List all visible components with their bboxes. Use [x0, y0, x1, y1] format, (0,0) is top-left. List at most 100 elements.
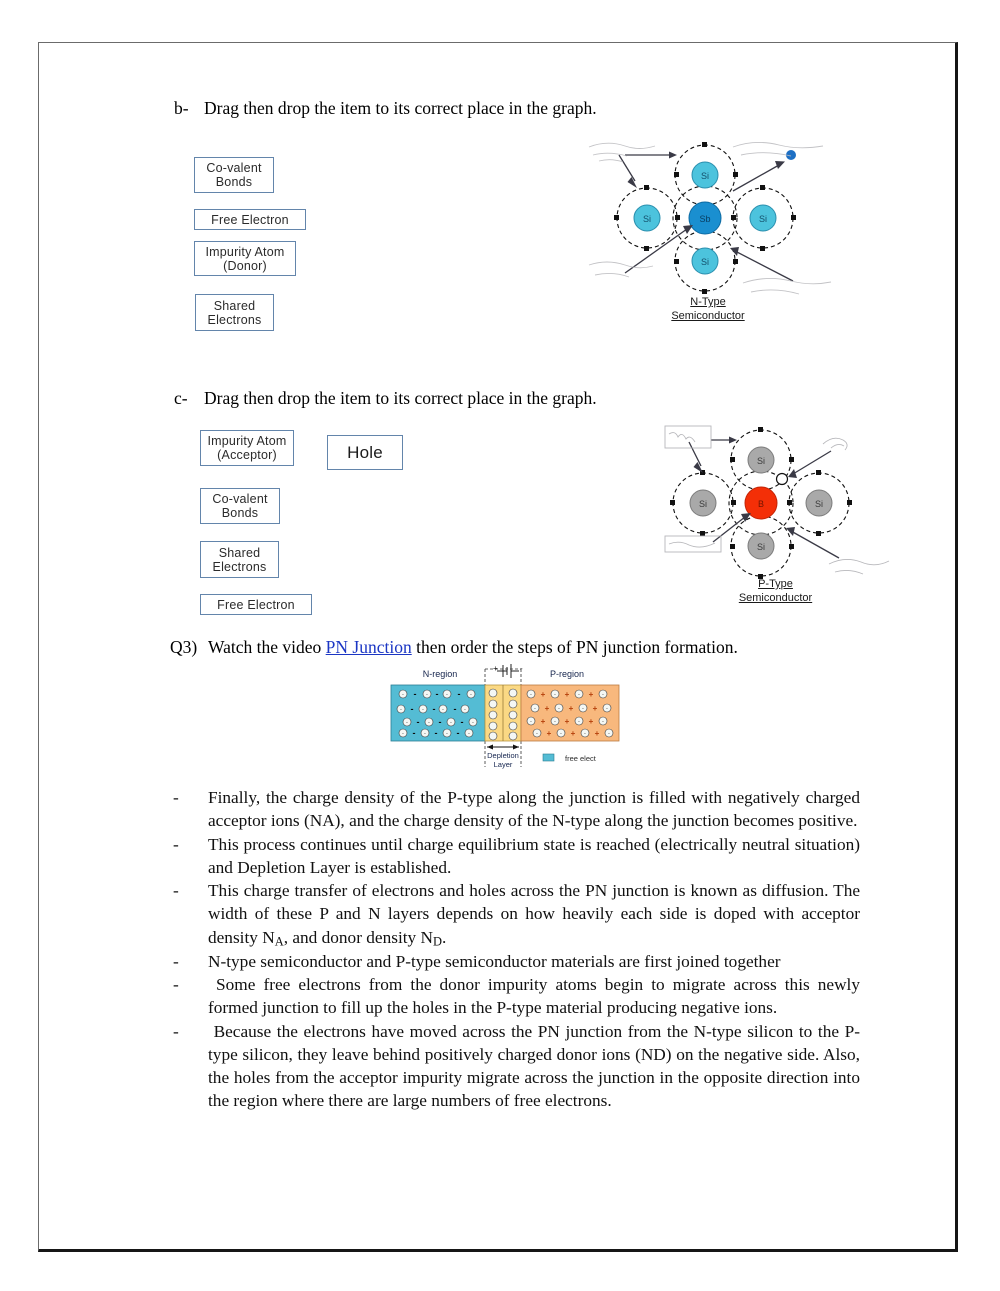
bullet-dash: - — [173, 1021, 179, 1041]
atom-si-top — [747, 446, 775, 474]
caption-line-2: Semiconductor — [671, 309, 745, 322]
depletion-carriers — [488, 688, 518, 741]
n-region-label: N-region — [423, 669, 458, 679]
chip-shared-electrons-c[interactable]: Shared Electrons — [200, 541, 279, 578]
chip-shared-electrons-b[interactable]: Shared Electrons — [195, 294, 274, 331]
svg-text:-: - — [534, 706, 536, 712]
atom-sb-center — [688, 201, 722, 235]
chip-line: Co-valent — [206, 161, 262, 175]
chip-free-electron-b[interactable]: Free Electron — [194, 209, 306, 230]
legend-swatch — [542, 753, 555, 762]
q3-text-after: then order the steps of PN junction form… — [411, 637, 738, 657]
chip-covalent-bonds-c[interactable]: Co-valent Bonds — [200, 488, 280, 524]
svg-text:-: - — [602, 719, 604, 725]
atom-label-sb: Sb — [699, 214, 710, 224]
svg-text:-: - — [582, 706, 584, 712]
q3-text-before: Watch the video — [208, 637, 326, 657]
question-c-marker: c- — [174, 388, 188, 408]
chip-line: Bonds — [215, 175, 253, 189]
atom-si-left — [633, 204, 661, 232]
chip-line: (Donor) — [223, 258, 267, 273]
pn-formation-steps-list: - Finally, the charge density of the P-ty… — [170, 786, 860, 1113]
battery-minus-label: - — [520, 664, 523, 673]
question-3-prompt: Watch the video PN Junction then order t… — [208, 637, 738, 658]
pointer-arrows — [618, 151, 794, 282]
n-type-semiconductor-diagram: Si Si Si Si Sb — [583, 133, 833, 338]
step-text: Some free electrons from the donor impur… — [208, 975, 860, 1018]
question-b-prompt: Drag then drop the item to its correct p… — [204, 98, 597, 118]
question-b-marker: b- — [174, 98, 189, 118]
atom-label-si: Si — [643, 214, 651, 224]
chip-line: Hole — [347, 442, 383, 462]
svg-text:-: - — [428, 720, 430, 726]
hole-marker — [775, 472, 789, 486]
atom-si-left — [689, 489, 717, 517]
chip-covalent-bonds-b[interactable]: Co-valent Bonds — [194, 157, 274, 193]
atom-label-si: Si — [759, 214, 767, 224]
depletion-label-line1: Depletion — [487, 751, 519, 760]
list-item: -Finally, the charge density of the P-ty… — [170, 786, 860, 833]
svg-text:+: + — [565, 690, 570, 699]
chip-impurity-atom-acceptor[interactable]: Impurity Atom (Acceptor) — [200, 430, 294, 466]
bullet-dash: - — [173, 975, 179, 995]
chip-line: Bonds — [221, 506, 259, 520]
n-type-atom-svg: Si Si Si Si Sb — [588, 142, 832, 295]
svg-text:-: - — [402, 731, 404, 737]
bullet-dash: - — [173, 951, 179, 971]
pn-junction-svg: N-region P-region + - — [390, 664, 620, 769]
svg-text:+: + — [571, 729, 576, 738]
atom-label-si: Si — [815, 499, 823, 509]
chip-impurity-atom-donor[interactable]: Impurity Atom (Donor) — [194, 241, 296, 276]
svg-text:-: - — [458, 689, 461, 699]
svg-text:+: + — [593, 704, 598, 713]
svg-text:+: + — [541, 717, 546, 726]
caption-line-1: N-Type — [690, 296, 726, 308]
atom-si-bottom — [747, 532, 775, 560]
svg-text:-: - — [422, 707, 424, 713]
chip-hole[interactable]: Hole — [327, 435, 403, 470]
atom-boron-center — [744, 486, 778, 520]
svg-text:-: - — [530, 692, 532, 698]
chip-free-electron-c[interactable]: Free Electron — [200, 594, 312, 615]
svg-text:-: - — [435, 728, 438, 738]
svg-text:+: + — [541, 690, 546, 699]
svg-text:-: - — [454, 704, 457, 714]
battery-symbol — [497, 664, 519, 678]
caption-line-1: P-Type — [758, 578, 793, 590]
svg-text:-: - — [406, 720, 408, 726]
svg-text:-: - — [446, 731, 448, 737]
svg-text:-: - — [414, 689, 417, 699]
svg-text:+: + — [589, 690, 594, 699]
chip-line: Electrons — [212, 559, 267, 574]
pn-junction-figure: N-region P-region + - — [385, 663, 625, 773]
question-3-marker: Q3) — [170, 637, 198, 657]
list-item: -This charge transfer of electrons and h… — [170, 879, 860, 950]
svg-text:-: - — [457, 728, 460, 738]
step-text: This process continues until charge equi… — [208, 834, 860, 877]
svg-text:+: + — [545, 704, 550, 713]
svg-text:-: - — [558, 706, 560, 712]
chip-line: Free Electron — [217, 597, 295, 612]
pn-junction-video-link[interactable]: PN Junction — [325, 637, 412, 657]
svg-text:-: - — [472, 720, 474, 726]
svg-text:-: - — [426, 692, 428, 698]
step-text: Finally, the charge density of the P-typ… — [208, 788, 860, 831]
chip-line: Impurity Atom — [207, 434, 287, 448]
svg-text:+: + — [569, 704, 574, 713]
svg-text:-: - — [461, 717, 464, 727]
svg-text:+: + — [565, 717, 570, 726]
pointer-arrows — [688, 436, 840, 559]
atom-label-si: Si — [701, 171, 709, 181]
n-region-carriers: ---- ---- ---- ---- --- --- --- --- — [396, 689, 478, 738]
svg-text:-: - — [446, 692, 448, 698]
step-text: N-type semiconductor and P-type semicond… — [208, 951, 781, 971]
bullet-dash: - — [173, 881, 179, 900]
atom-si-right — [805, 489, 833, 517]
chip-line: (Acceptor) — [217, 448, 277, 462]
erased-label-marks — [588, 142, 832, 295]
svg-text:-: - — [400, 707, 402, 713]
svg-text:+: + — [595, 729, 600, 738]
p-type-caption: P-Type Semiconductor — [653, 578, 898, 606]
svg-text:-: - — [578, 719, 580, 725]
atom-label-si: Si — [699, 499, 707, 509]
